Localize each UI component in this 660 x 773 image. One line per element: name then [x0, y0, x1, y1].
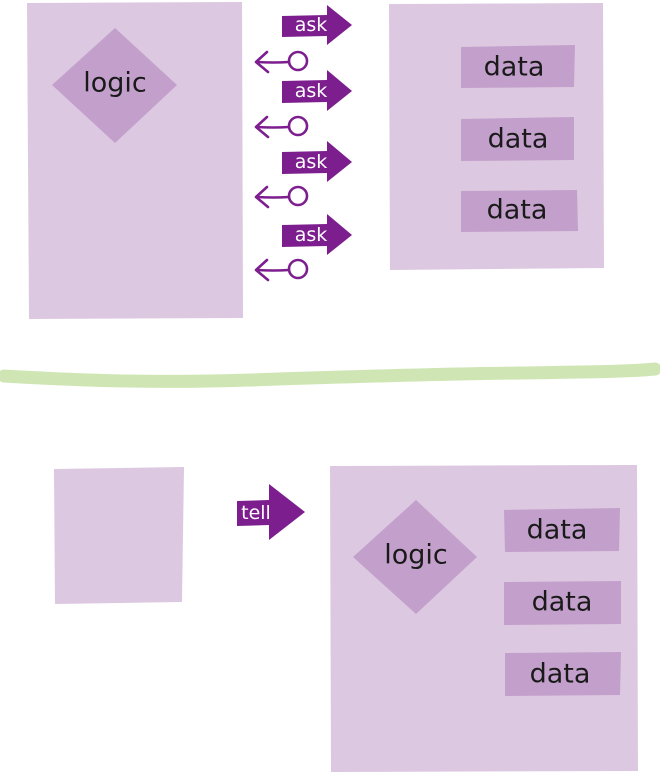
ask-pattern: logic ask ask ask ask	[27, 2, 604, 319]
data-item: data	[504, 508, 620, 552]
ask-arrow: ask	[282, 214, 352, 255]
data-item: data	[461, 45, 575, 88]
svg-text:ask: ask	[295, 151, 328, 173]
caller-box	[54, 467, 184, 604]
data-item: data	[505, 652, 621, 696]
tell-arrow: tell	[237, 484, 305, 540]
ask-arrow: ask	[282, 141, 352, 182]
svg-text:tell: tell	[241, 502, 271, 524]
return-arrow-icon	[254, 115, 309, 139]
return-arrow-icon	[254, 185, 309, 209]
ask-arrow: ask	[282, 70, 352, 111]
svg-text:data: data	[488, 124, 549, 155]
logic-label: logic	[83, 68, 147, 99]
svg-text:data: data	[527, 515, 588, 546]
data-item: data	[504, 581, 621, 625]
logic-diamond	[52, 28, 177, 143]
svg-text:ask: ask	[295, 14, 328, 36]
logic-label: logic	[384, 540, 448, 571]
data-item: data	[461, 117, 574, 161]
svg-text:ask: ask	[295, 224, 328, 246]
tell-pattern: tell logic data data data	[54, 465, 638, 772]
return-arrow-icon	[254, 50, 309, 74]
data-item: data	[461, 190, 578, 232]
return-arrow-icon	[254, 258, 309, 282]
svg-text:data: data	[530, 659, 591, 690]
svg-text:ask: ask	[295, 80, 328, 102]
svg-text:data: data	[484, 52, 545, 83]
divider-line	[0, 362, 660, 388]
logic-diamond	[353, 500, 477, 614]
ask-arrow: ask	[282, 5, 352, 45]
svg-text:data: data	[532, 587, 593, 618]
svg-text:data: data	[487, 195, 548, 226]
